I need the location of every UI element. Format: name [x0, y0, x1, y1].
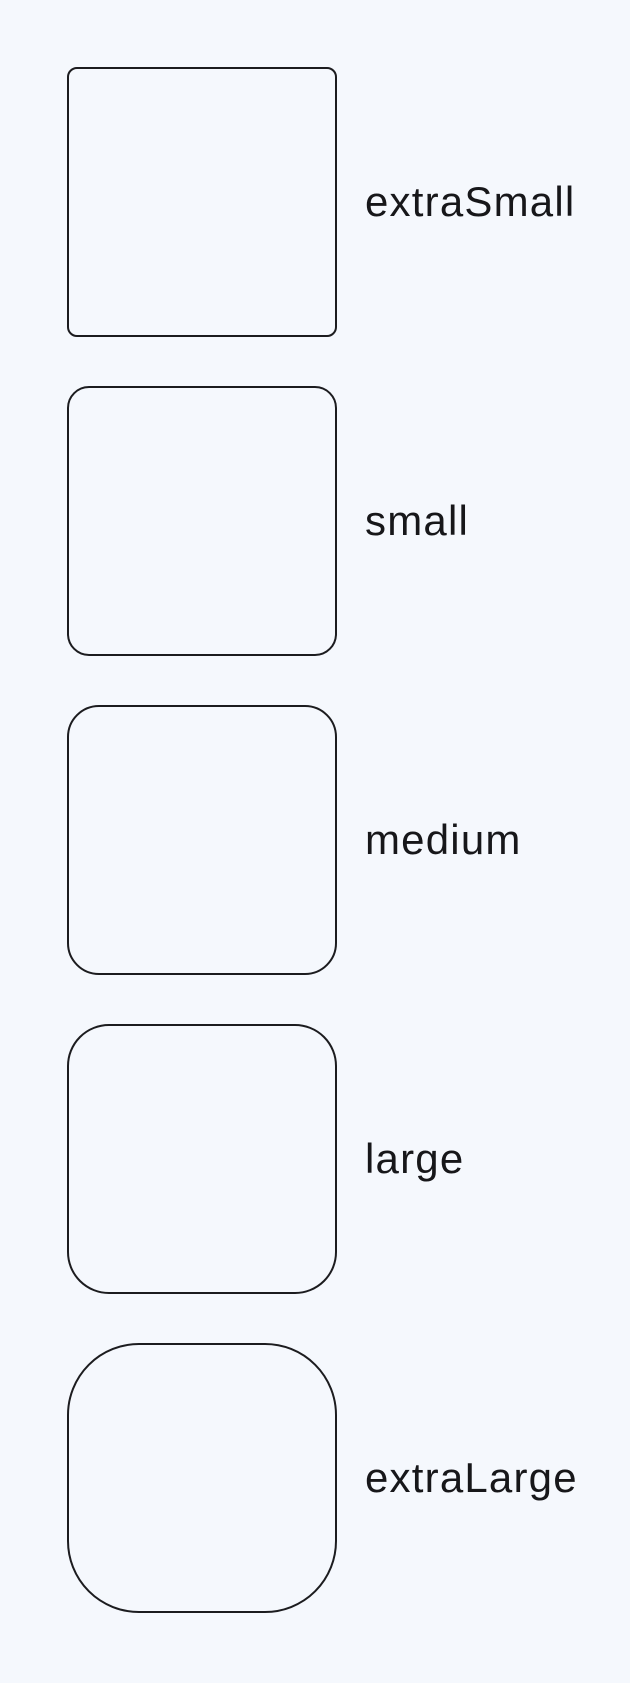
- shape-item-extra-small: extraSmall: [0, 67, 630, 341]
- shape-label: extraLarge: [365, 1454, 578, 1501]
- shape-item-small: small: [0, 386, 630, 660]
- shape-item-medium: medium: [0, 705, 630, 979]
- shape-label: large: [365, 1135, 465, 1182]
- shape-label: small: [365, 497, 470, 544]
- extra-large-shape-preview: [67, 1343, 337, 1613]
- medium-shape-preview: [67, 705, 337, 975]
- large-shape-preview: [67, 1024, 337, 1294]
- shape-label: medium: [365, 816, 522, 863]
- shape-label: extraSmall: [365, 178, 576, 225]
- extra-small-shape-preview: [67, 67, 337, 337]
- shape-item-large: large: [0, 1024, 630, 1298]
- small-shape-preview: [67, 386, 337, 656]
- shape-item-extra-large: extraLarge: [0, 1343, 630, 1617]
